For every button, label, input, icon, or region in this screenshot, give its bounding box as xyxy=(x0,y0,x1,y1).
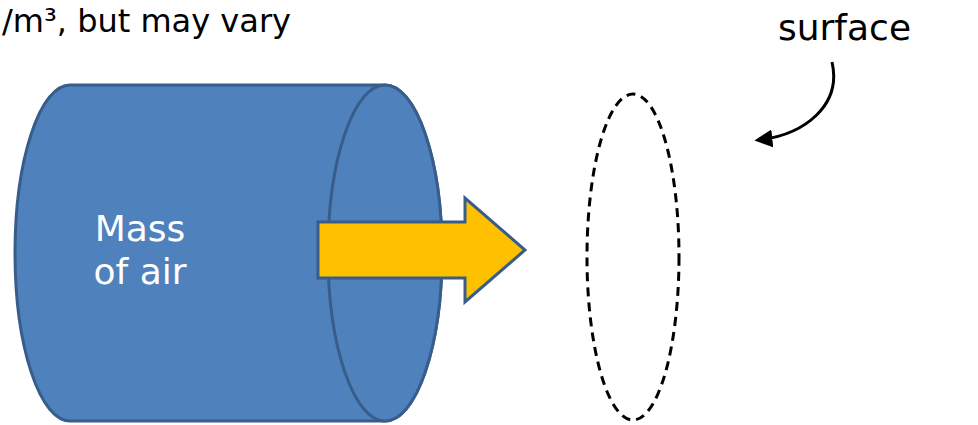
density-note: /m³, but may vary xyxy=(2,2,291,40)
leader-arrow xyxy=(758,62,834,140)
flow-arrow xyxy=(318,198,525,302)
cylinder-region: Mass of air xyxy=(80,207,200,293)
surface-label: surface xyxy=(778,6,911,49)
node-label: Mass of air xyxy=(80,207,200,293)
dashed-surface xyxy=(587,94,679,420)
